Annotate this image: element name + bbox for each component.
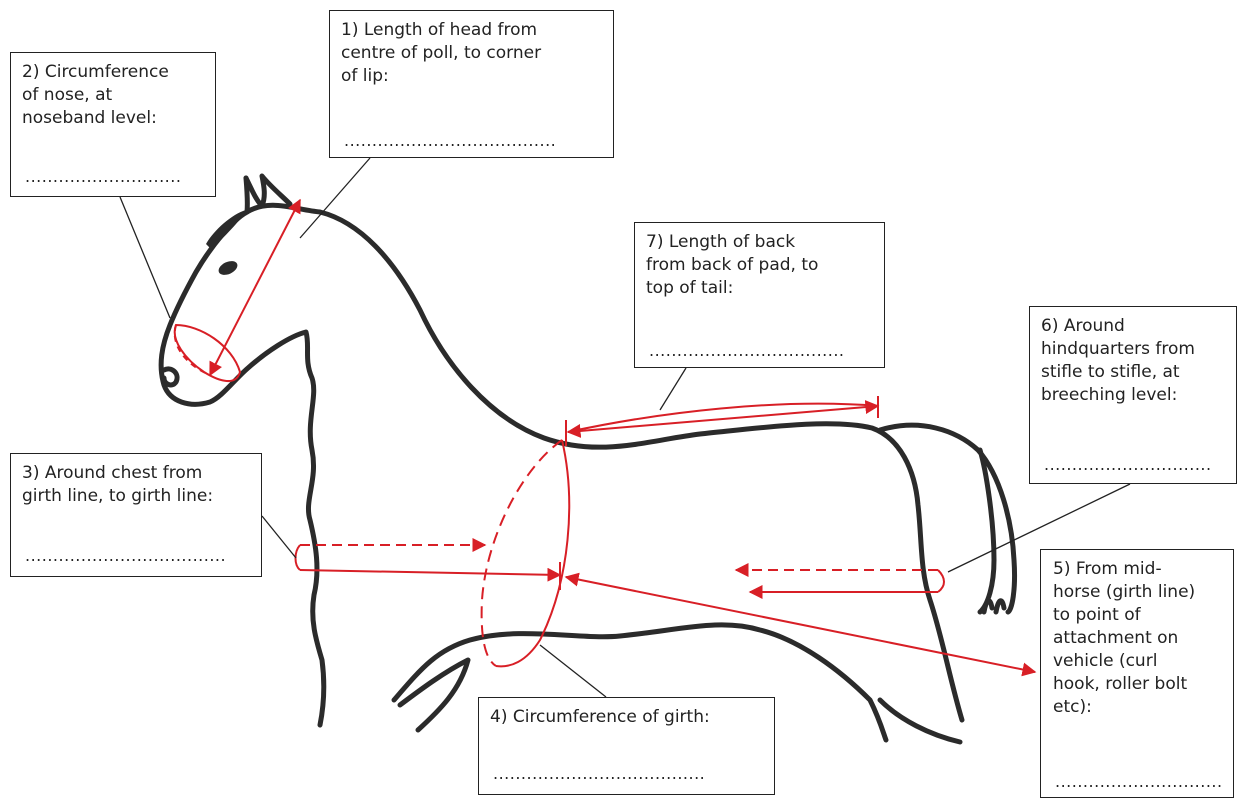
leader-chest — [262, 516, 296, 558]
back-length-line — [568, 406, 878, 432]
attachment-label: 5) From mid- horse (girth line) to point… — [1040, 549, 1234, 798]
back-length-text: 7) Length of back from back of pad, to t… — [646, 231, 874, 300]
hindquarters-loop — [938, 570, 944, 592]
chest-line-solid — [300, 570, 560, 575]
head-length-text: 1) Length of head from centre of poll, t… — [341, 19, 603, 88]
chest-text: 3) Around chest from girth line, to girt… — [22, 462, 251, 508]
chest-label: 3) Around chest from girth line, to girt… — [10, 453, 262, 577]
girth-label: 4) Circumference of girth: .............… — [478, 697, 775, 795]
horse-eye — [216, 258, 239, 277]
head-length-answer-blank[interactable]: ...................................... — [344, 129, 556, 152]
hindquarters-label: 6) Around hindquarters from stifle to st… — [1029, 306, 1237, 484]
back-length-label: 7) Length of back from back of pad, to t… — [634, 222, 885, 368]
attachment-answer-blank[interactable]: .............................. — [1055, 770, 1223, 793]
attachment-text: 5) From mid- horse (girth line) to point… — [1053, 558, 1223, 719]
hindquarters-text: 6) Around hindquarters from stifle to st… — [1041, 315, 1226, 407]
hindquarters-answer-blank[interactable]: .............................. — [1044, 453, 1212, 476]
back-length-answer-blank[interactable]: ................................... — [649, 339, 845, 362]
nose-circumference-label: 2) Circumference of nose, at noseband le… — [10, 52, 216, 197]
girth-text: 4) Circumference of girth: — [490, 706, 764, 729]
nose-circumference-text: 2) Circumference of nose, at noseband le… — [22, 61, 205, 130]
girth-answer-blank[interactable]: ...................................... — [493, 762, 705, 785]
horse-head-neck-back — [161, 178, 324, 725]
head-length-label: 1) Length of head from centre of poll, t… — [329, 10, 614, 158]
horse-forelock — [206, 210, 246, 250]
leader-nose — [120, 197, 170, 318]
leader-head-length — [300, 158, 370, 238]
horse-nostril — [164, 369, 177, 385]
leader-girth — [540, 645, 606, 697]
horse-hind-leg — [880, 700, 960, 742]
leader-back — [660, 368, 686, 410]
noseband-loop — [175, 325, 240, 381]
nose-circumference-answer-blank[interactable]: ............................ — [25, 165, 181, 188]
chest-answer-blank[interactable]: .................................... — [25, 544, 226, 567]
horse-ear — [246, 176, 290, 206]
